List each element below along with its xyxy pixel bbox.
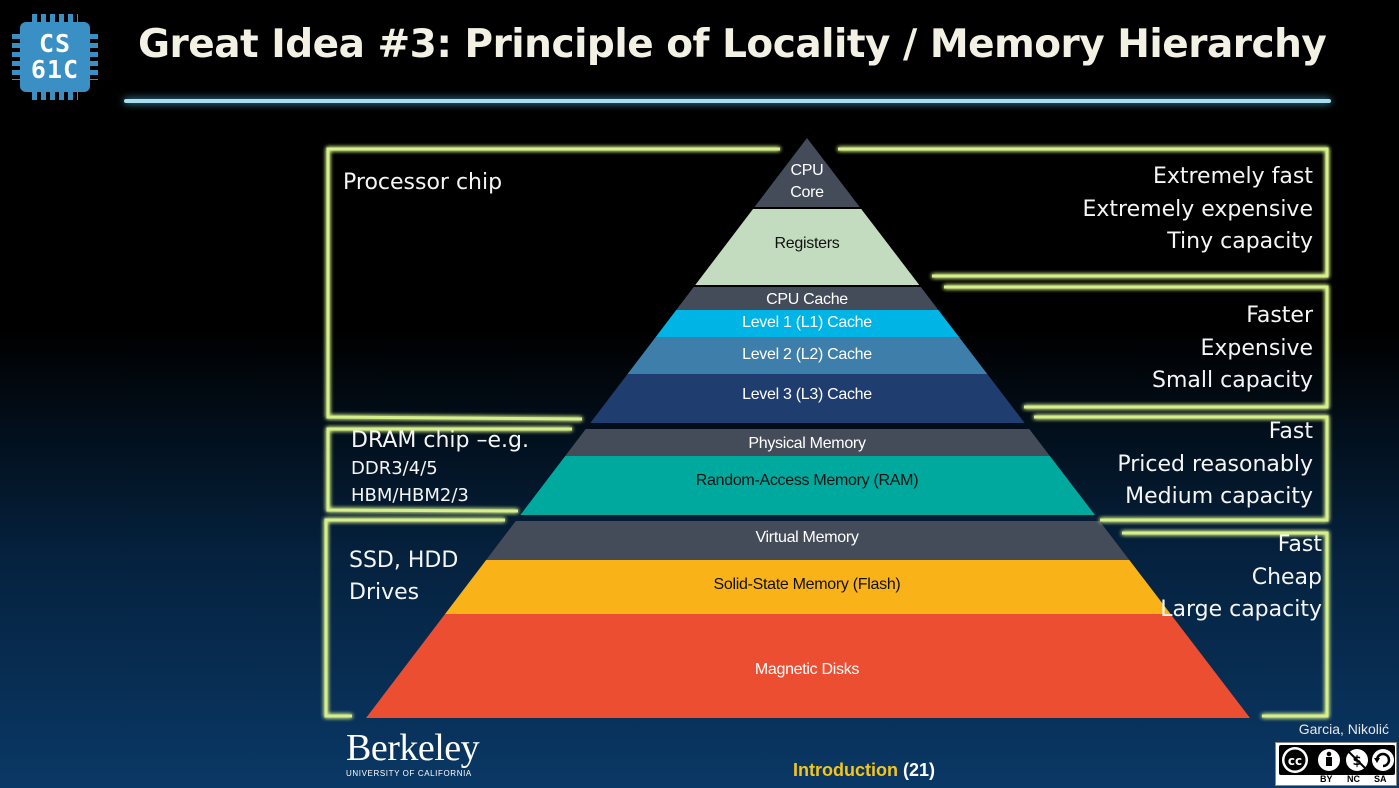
pyramid-layer-label-11: Magnetic Disks bbox=[755, 661, 860, 678]
right-bracket-2 bbox=[944, 285, 1329, 409]
svg-text:$: $ bbox=[1352, 754, 1361, 769]
slide-title: Great Idea #3: Principle of Locality / M… bbox=[138, 22, 1327, 67]
group-3-left-line-2: DDR3/4/5 bbox=[351, 458, 438, 479]
pyramid-layer-5 bbox=[627, 337, 988, 374]
group-2-right-line-2: Expensive bbox=[1200, 335, 1314, 361]
group-2-right-line-3: Small capacity bbox=[1152, 368, 1313, 393]
pyramid-layer-7 bbox=[565, 429, 1050, 456]
pyramid-layer-label-9: Virtual Memory bbox=[755, 529, 858, 546]
cs61c-logo: CS 61C bbox=[12, 14, 98, 100]
group-1-right-line-1: Extremely fast bbox=[1152, 164, 1313, 189]
logo-chip: CS 61C bbox=[20, 22, 90, 92]
pyramid-layer-label-1-b: Core bbox=[790, 184, 824, 201]
group-4-right-line-2: Cheap bbox=[1251, 564, 1322, 590]
footer-section: Introduction (21) bbox=[793, 760, 935, 781]
cc-by-label: BY bbox=[1320, 774, 1333, 784]
logo-line2: 61C bbox=[30, 55, 80, 84]
group-3-right-line-1: Fast bbox=[1268, 419, 1313, 444]
pyramid-layer-3 bbox=[676, 287, 939, 310]
pyramid-layer-11 bbox=[366, 614, 1250, 718]
group-3-left-line-3: HBM/HBM2/3 bbox=[351, 485, 469, 506]
footer-section-name: Introduction bbox=[793, 760, 898, 780]
title-underline bbox=[124, 99, 1331, 103]
right-bracket-3 bbox=[1034, 415, 1329, 522]
logo-line1: CS bbox=[38, 29, 72, 58]
pyramid-layer-label-10: Solid-State Memory (Flash) bbox=[714, 576, 901, 593]
cc-icon: cc $ bbox=[1282, 747, 1394, 773]
pyramid-layer-8 bbox=[520, 456, 1095, 515]
group-3-right-line-2: Priced reasonably bbox=[1117, 451, 1313, 477]
left-bracket-storage bbox=[324, 518, 505, 718]
left-bracket-dram bbox=[326, 427, 572, 513]
group-4-right-line-3: Large capacity bbox=[1160, 597, 1322, 622]
right-bracket-1 bbox=[838, 147, 1329, 278]
pyramid-layer-9 bbox=[486, 521, 1130, 560]
group-1-right-line-3: Tiny capacity bbox=[1167, 229, 1313, 254]
pyramid-layer-6 bbox=[590, 374, 1025, 423]
berkeley-logo: Berkeley UNIVERSITY OF CALIFORNIA bbox=[346, 729, 496, 779]
pyramid-layer-label-8: Random-Access Memory (RAM) bbox=[696, 472, 918, 489]
group-4-right-line-1: Fast bbox=[1277, 532, 1322, 557]
pyramid-layer-label-2: Registers bbox=[775, 235, 840, 252]
berkeley-subtitle: UNIVERSITY OF CALIFORNIA bbox=[346, 769, 472, 778]
pyramid-layer-label-7: Physical Memory bbox=[748, 435, 866, 452]
cc-license-badge: cc $ BY NC SA bbox=[1275, 742, 1397, 786]
pyramid-layer-1 bbox=[754, 138, 860, 207]
cc-nc-label: NC bbox=[1347, 774, 1360, 784]
pyramid-layer-10 bbox=[445, 560, 1171, 614]
pyramid-layer-2 bbox=[695, 209, 920, 285]
group-4-left-line-2: Drives bbox=[349, 580, 420, 605]
pyramid-layer-label-3: CPU Cache bbox=[766, 291, 848, 308]
author-credit: Garcia, Nikolić bbox=[1298, 721, 1389, 737]
footer-page-number: (21) bbox=[903, 760, 936, 780]
group-3-right-line-3: Medium capacity bbox=[1125, 484, 1313, 509]
pyramid-layer-label-4: Level 1 (L1) Cache bbox=[742, 314, 872, 331]
pyramid-layer-label-1-a: CPU bbox=[791, 162, 824, 179]
right-bracket-4 bbox=[1122, 531, 1329, 718]
pyramid-layer-4 bbox=[655, 310, 959, 337]
group-3-left-line-1: DRAM chip –e.g. bbox=[351, 428, 529, 453]
cc-sa-label: SA bbox=[1374, 774, 1387, 784]
berkeley-wordmark: Berkeley bbox=[346, 727, 480, 769]
group-1-left-line-1: Processor chip bbox=[343, 170, 503, 195]
group-1-right-line-2: Extremely expensive bbox=[1082, 196, 1313, 222]
cc-license-icons: cc $ bbox=[1279, 745, 1395, 775]
pyramid-layer-label-6: Level 3 (L3) Cache bbox=[742, 386, 872, 403]
group-2-right-line-1: Faster bbox=[1246, 303, 1313, 328]
svg-text:cc: cc bbox=[1288, 754, 1302, 768]
left-bracket-processor bbox=[326, 147, 780, 421]
pyramid-layer-label-5: Level 2 (L2) Cache bbox=[742, 346, 872, 363]
group-4-left-line-1: SSD, HDD bbox=[349, 548, 459, 573]
